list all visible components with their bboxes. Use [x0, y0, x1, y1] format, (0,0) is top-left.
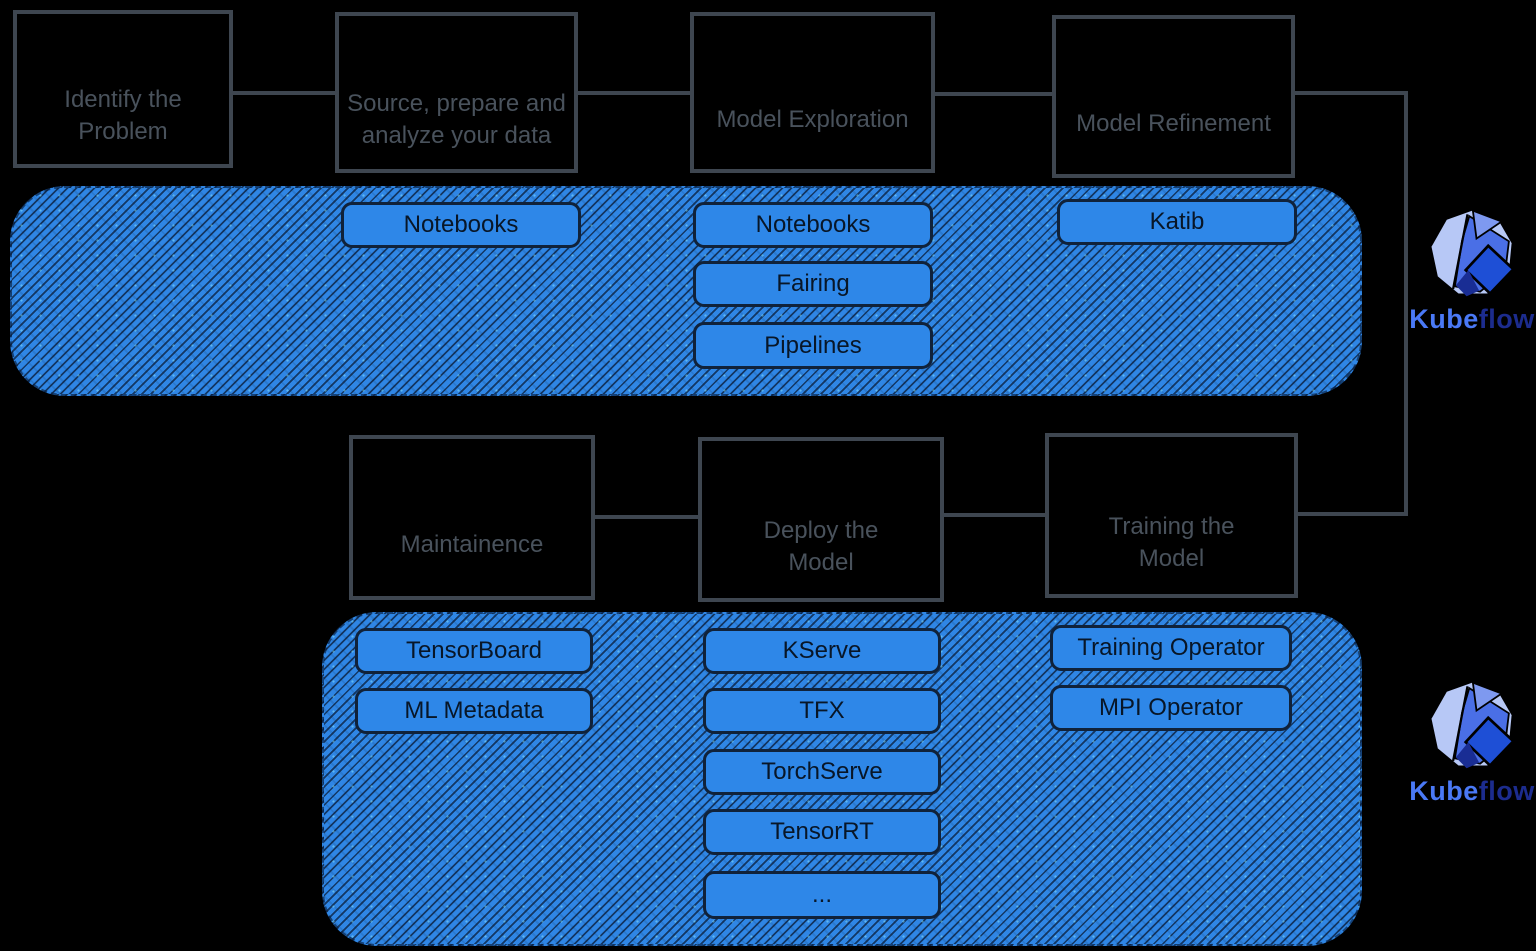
kubeflow-wordmark: Kubeflow	[1409, 776, 1535, 807]
tool-mpi-operator: MPI Operator	[1050, 685, 1292, 731]
brand-flow-text: flow	[1478, 304, 1535, 334]
stage-box-maintenance: Maintainence	[349, 435, 595, 600]
tool-notebooks-exploration: Notebooks	[693, 202, 933, 248]
stage-label-model-exploration: Model Exploration	[716, 105, 909, 133]
connector-source-to-exploration	[578, 91, 690, 95]
tool-katib: Katib	[1057, 199, 1297, 245]
stage-label-source-prepare-data: Source, prepare and analyze your data	[347, 89, 566, 149]
kubeflow-logo-icon	[1431, 681, 1516, 769]
brand-flow-text: flow	[1478, 776, 1535, 806]
stage-label-model-refinement: Model Refinement	[1076, 109, 1271, 137]
tool-ml-metadata: ML Metadata	[355, 688, 593, 734]
stage-box-source-prepare-data: Source, prepare and analyze your data	[335, 12, 578, 173]
stage-box-model-exploration: Model Exploration	[690, 12, 935, 173]
brand-kube-text: Kube	[1409, 776, 1479, 806]
stage-label-deploy-model: Deploy the Model	[763, 516, 879, 576]
tool-tensorboard: TensorBoard	[355, 628, 593, 674]
tool-kserve: KServe	[703, 628, 941, 674]
tool-ellipsis: ...	[703, 871, 941, 919]
tool-tensorrt: TensorRT	[703, 809, 941, 855]
connector-identify-to-source	[233, 91, 335, 95]
tool-torchserve: TorchServe	[703, 749, 941, 795]
connector-exploration-to-refinement	[935, 92, 1052, 96]
connector-to-training	[1298, 512, 1408, 516]
connector-maintenance-to-deploy	[595, 515, 698, 519]
stage-box-deploy-model: Deploy the Model	[698, 437, 944, 602]
tool-fairing: Fairing	[693, 261, 933, 307]
kubeflow-logo-icon	[1431, 209, 1516, 297]
stage-label-training-model: Training the Model	[1108, 512, 1235, 572]
stage-box-training-model: Training the Model	[1045, 433, 1298, 598]
stage-label-identify-problem: Identify the Problem	[64, 86, 182, 145]
stage-box-identify-problem: Identify the Problem	[13, 10, 233, 168]
connector-vertical-right	[1404, 91, 1408, 514]
tool-pipelines: Pipelines	[693, 322, 933, 369]
connector-refinement-right	[1295, 91, 1408, 95]
connector-deploy-to-training	[944, 513, 1045, 517]
kubeflow-logo-bottom: Kubeflow	[1408, 680, 1536, 807]
tool-notebooks-data: Notebooks	[341, 202, 581, 248]
stage-box-model-refinement: Model Refinement	[1052, 15, 1295, 178]
tool-training-operator: Training Operator	[1050, 625, 1292, 671]
kubeflow-logo-top: Kubeflow	[1408, 208, 1536, 335]
stage-label-maintenance: Maintainence	[400, 530, 544, 558]
tool-tfx: TFX	[703, 688, 941, 734]
brand-kube-text: Kube	[1409, 304, 1479, 334]
kubeflow-wordmark: Kubeflow	[1409, 304, 1535, 335]
